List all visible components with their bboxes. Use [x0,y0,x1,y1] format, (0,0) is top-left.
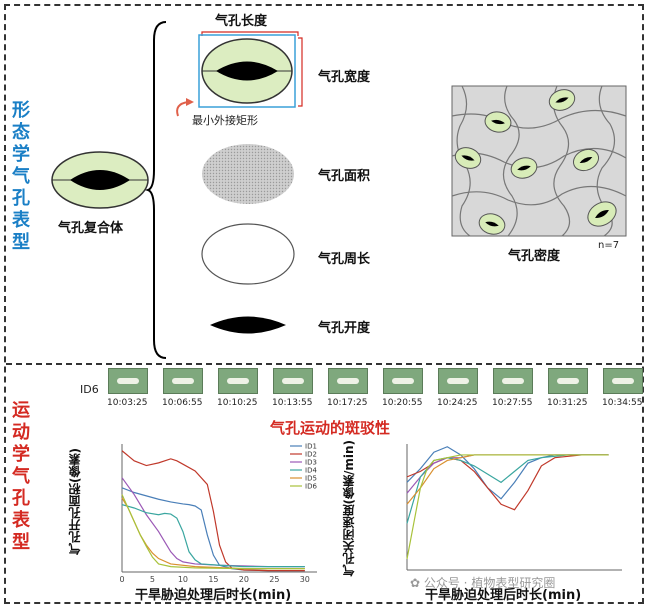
chart2-series-id6 [406,454,609,560]
density-label: 气孔密度 [508,249,561,264]
bbox-label: 最小外接矩形 [192,114,258,127]
timeline-timestamp: 10:34:55 [602,398,643,408]
timeline-thumbnail [383,368,423,394]
bbox-arrow-icon [176,98,194,117]
timeline-thumbnail [438,368,478,394]
chart1-series-id6 [121,494,305,570]
chart1-x-tick: 0 [119,575,124,584]
timeline-thumbnail [328,368,368,394]
chart1-legend-label: ID6 [305,483,317,491]
timeline-timestamp: 10:17:25 [327,398,368,408]
density-n: n=7 [598,240,620,251]
chart1-x-tick: 20 [239,575,249,584]
chart2-xlabel: 干旱胁迫处理后时长(min) [425,588,582,603]
chart1-xlabel: 干旱胁迫处理后时长(min) [135,588,292,603]
timeline-thumbnail [273,368,313,394]
chart2-ylabel: 气孔关闭速度(像素/min) [342,440,356,577]
timeline-timestamp: 10:13:55 [272,398,313,408]
brace [144,21,167,359]
bbox-stoma-figure [198,34,296,108]
chart2-series-id2 [406,454,609,511]
chart1-legend-label: ID1 [305,443,317,451]
perimeter-label: 气孔周长 [318,252,371,267]
chart1-x-tick: 5 [150,575,155,584]
chart1-legend-label: ID4 [305,467,317,475]
timeline-thumbnail [218,368,258,394]
closing-speed-chart [406,444,622,571]
chart1-ylabel: 气孔开孔面积(像素) [68,448,82,555]
section-divider [6,363,642,365]
timeline-timestamp: 10:03:25 [107,398,148,408]
chart1-x-tick: 30 [300,575,310,584]
timeline-timestamp: 10:27:55 [492,398,533,408]
timeline-row-label: ID6 [80,383,99,396]
timeline-thumbnail [163,368,203,394]
chart1-legend-label: ID3 [305,459,317,467]
width-bracket [298,37,303,107]
chart1-series-id4 [121,504,305,568]
outer-frame [4,4,644,604]
watermark: ✿ 公众号 · 植物表型研究圈 [410,576,556,590]
aperture-figure [210,316,286,334]
chart1-legend-label: ID5 [305,475,317,483]
length-label: 气孔长度 [215,14,268,29]
density-figure [451,85,627,237]
timeline-timestamp: 10:20:55 [382,398,423,408]
timeline-thumbnail [108,368,148,394]
kinetics-section-label: 运动学气孔表型 [12,400,30,553]
timeline-thumbnail [548,368,588,394]
stomatal-complex-figure [51,151,149,209]
perimeter-figure [201,223,295,285]
kinetics-title: 气孔运动的斑驳性 [270,419,391,437]
aperture-label: 气孔开度 [318,321,371,336]
chart1-x-tick: 15 [208,575,218,584]
timeline-thumbnail [493,368,533,394]
timeline-timestamp: 10:31:25 [547,398,588,408]
timeline-timestamp: 10:24:25 [437,398,478,408]
length-bracket [201,31,299,36]
chart1-series-id5 [121,497,305,570]
chart1-legend-label: ID2 [305,451,317,459]
timeline-thumbnail [603,368,643,394]
chart2-series-id3 [406,454,609,494]
chart1-series-id1 [121,487,305,572]
chart1-x-tick: 25 [269,575,279,584]
timeline-timestamp: 10:10:25 [217,398,258,408]
chart1-x-tick: 10 [178,575,188,584]
chart2-series-id4 [406,454,609,524]
area-label: 气孔面积 [318,169,371,184]
timeline-timestamp: 10:06:55 [162,398,203,408]
width-label: 气孔宽度 [318,70,371,85]
morphology-section-label: 形态学气孔表型 [12,100,30,253]
area-figure [202,144,294,204]
complex-label: 气孔复合体 [58,221,124,236]
